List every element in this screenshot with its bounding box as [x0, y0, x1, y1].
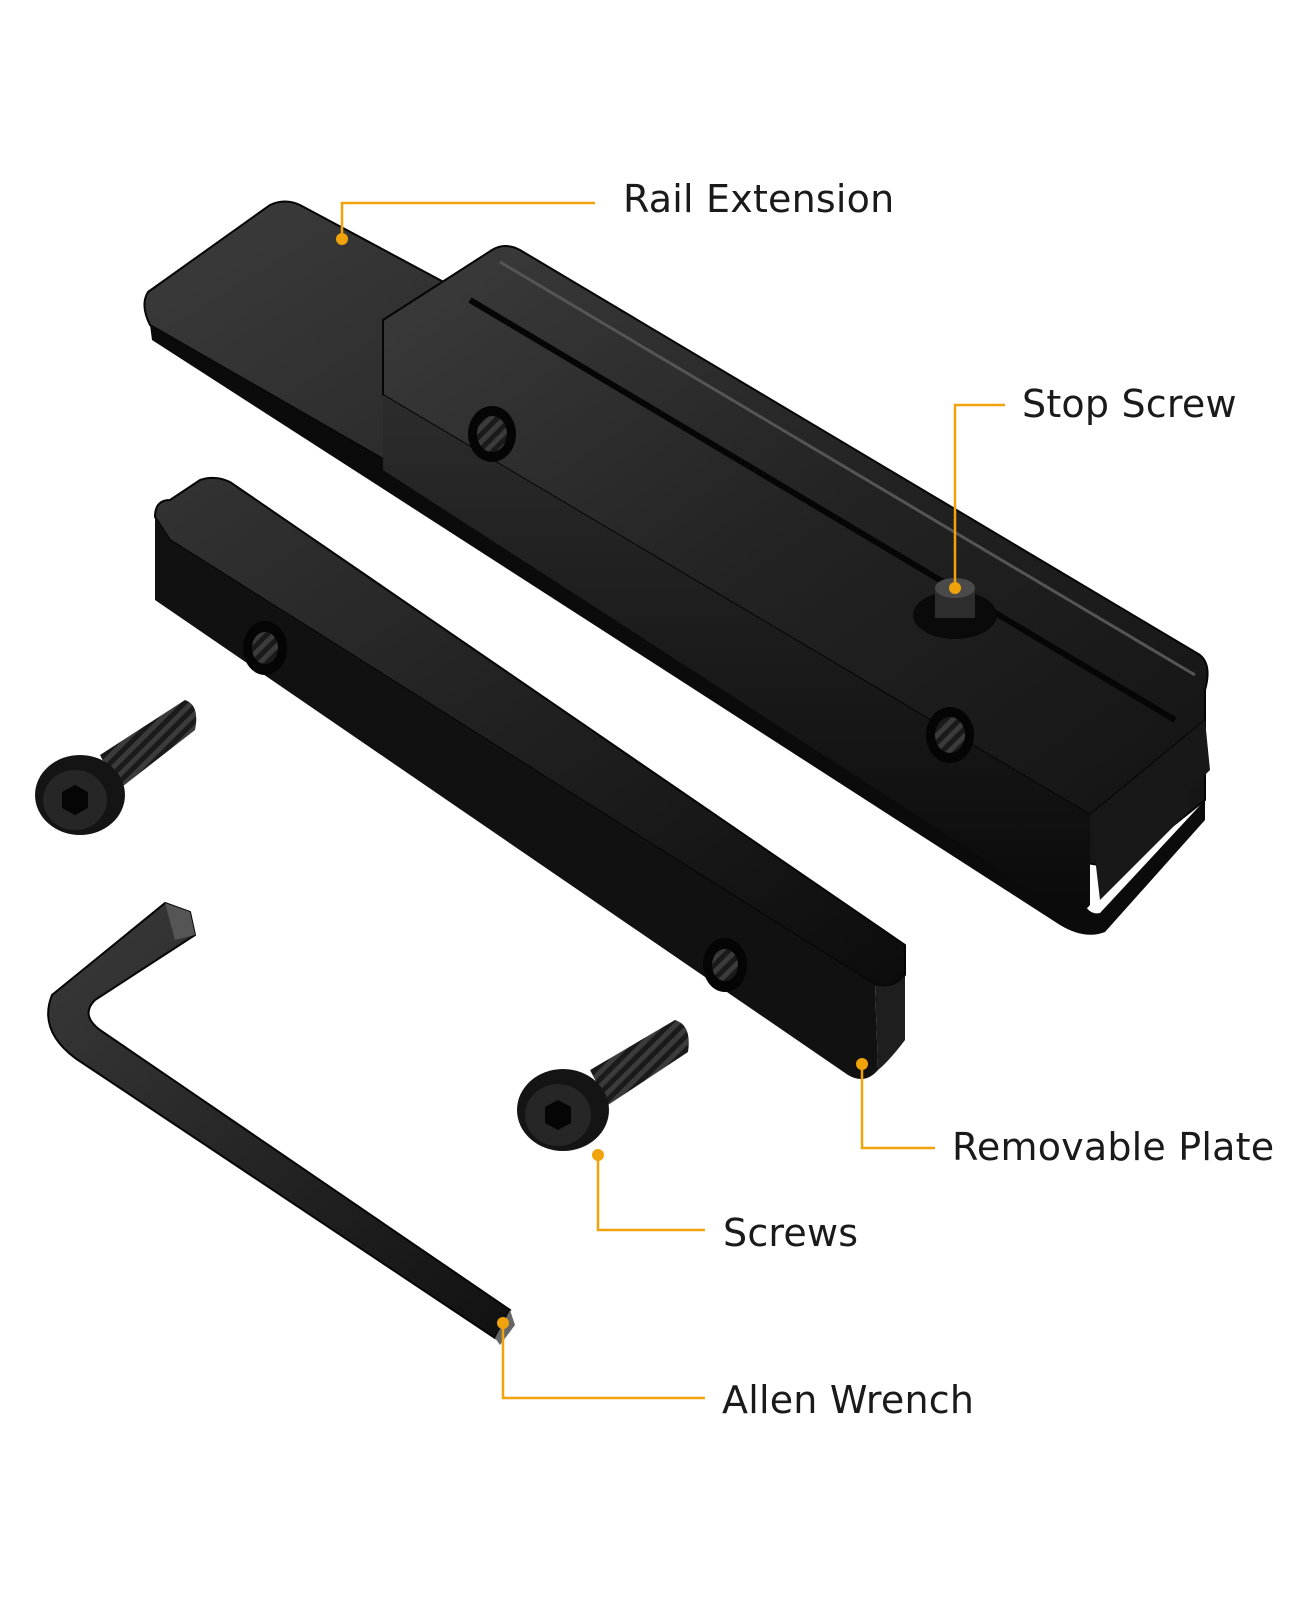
- allen-wrench-label: Allen Wrench: [722, 1378, 975, 1422]
- callout-lines: [340, 201, 1005, 1400]
- dot-allen-wrench: [497, 1317, 509, 1329]
- dot-removable-plate: [856, 1058, 868, 1070]
- callout-stop-screw: [953, 403, 1005, 586]
- rail-extension-label: Rail Extension: [623, 177, 895, 221]
- removable-plate-label: Removable Plate: [952, 1125, 1275, 1169]
- dot-rail-extension: [336, 233, 348, 245]
- callout-allen-wrench: [501, 1325, 705, 1400]
- screw-1-part: [35, 700, 197, 835]
- screw-2-part: [517, 1020, 689, 1151]
- allen-wrench-part: [47, 901, 515, 1345]
- rail-extension-part: [143, 200, 1210, 935]
- callout-dots: [336, 233, 961, 1329]
- dot-stop-screw: [949, 582, 961, 594]
- stop-screw-label: Stop Screw: [1022, 382, 1237, 426]
- removable-plate-part: [153, 476, 906, 1079]
- callout-screws: [596, 1158, 705, 1232]
- screws-label: Screws: [723, 1211, 859, 1255]
- callout-rail-extension: [340, 201, 595, 236]
- dot-screws: [592, 1149, 604, 1161]
- callout-removable-plate: [860, 1066, 935, 1150]
